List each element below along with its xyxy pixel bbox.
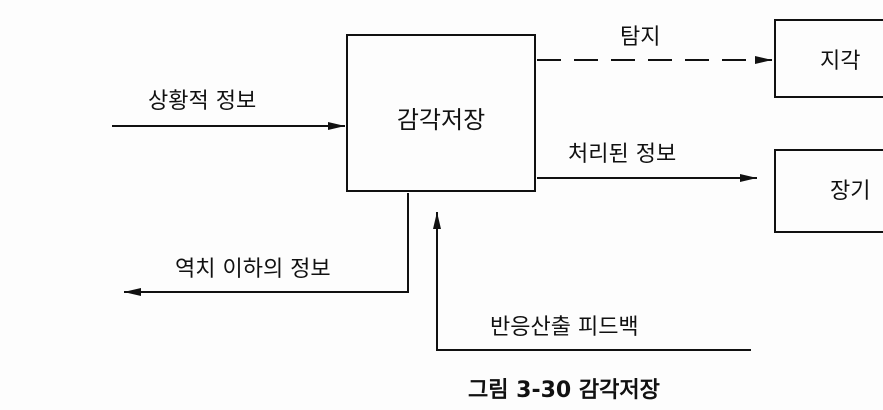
sensory-storage-box: [346, 34, 536, 192]
processed-label: 처리된 정보: [568, 142, 676, 167]
below-threshold-label: 역치 이하의 정보: [175, 257, 331, 282]
long-term-label: 장기: [830, 179, 870, 204]
input-label: 상황적 정보: [148, 89, 256, 114]
detect-label: 탐지: [620, 25, 660, 50]
feedback-label: 반응산출 피드백: [490, 315, 639, 340]
figure-caption: 그림 3-30 감각저장: [468, 378, 660, 403]
below-threshold-arrow: [124, 193, 409, 296]
sensory-storage-label: 감각저장: [397, 106, 485, 134]
feedback-arrow: [433, 212, 751, 351]
long-term-box: [774, 149, 883, 233]
perception-box: [774, 19, 883, 98]
perception-label: 지각: [820, 49, 860, 74]
